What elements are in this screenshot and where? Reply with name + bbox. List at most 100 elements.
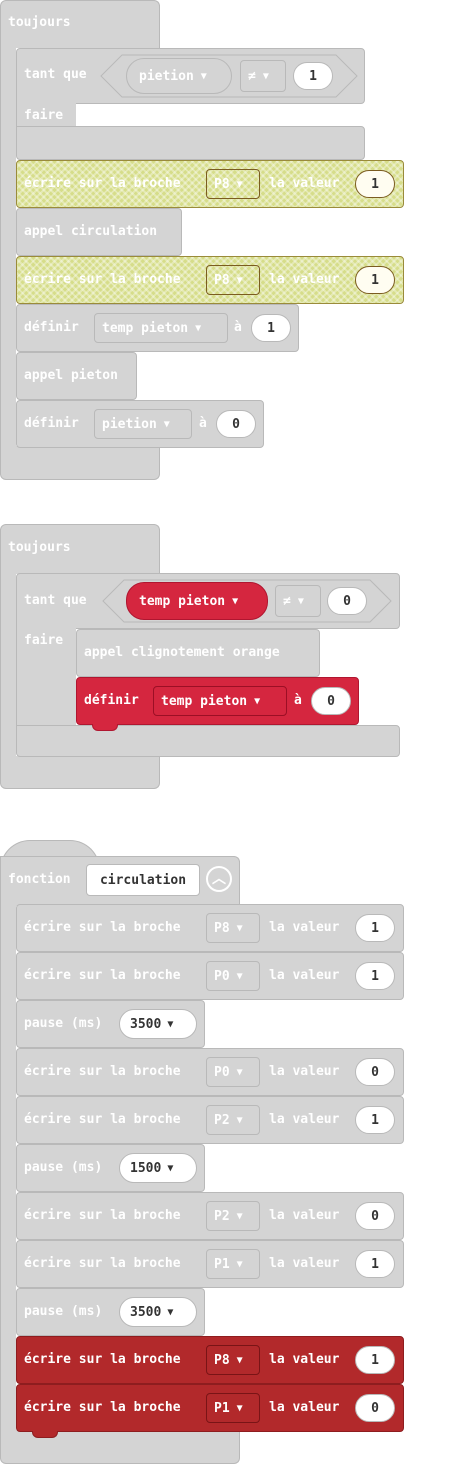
- value-label: la valeur: [269, 920, 340, 935]
- while-foot: [16, 725, 400, 757]
- duration-dropdown[interactable]: 3500▼: [119, 1297, 197, 1327]
- block-bg: [16, 952, 404, 1000]
- variable-dropdown[interactable]: temp pieton▼: [153, 686, 287, 716]
- chevron-down-icon: ▼: [167, 1018, 174, 1030]
- call-blink-block[interactable]: [76, 629, 320, 677]
- value-label: la valeur: [269, 1208, 340, 1223]
- value-label: la valeur: [269, 176, 340, 191]
- pause-label: pause (ms): [24, 1016, 103, 1031]
- var-dropdown-pietion[interactable]: pietion▼: [126, 58, 232, 94]
- value-label: la valeur: [269, 1256, 340, 1271]
- set-label: définir: [84, 693, 139, 708]
- duration-dropdown[interactable]: 1500▼: [119, 1153, 197, 1183]
- call-label: appel clignotement orange: [84, 645, 280, 660]
- pin-dropdown[interactable]: P1▼: [206, 1393, 260, 1423]
- chevron-down-icon: ▼: [195, 322, 202, 334]
- operator-dropdown[interactable]: ≠▼: [275, 585, 321, 617]
- value-label: la valeur: [269, 1400, 340, 1415]
- while-foot: [16, 126, 365, 160]
- chevron-down-icon: ▼: [163, 418, 170, 430]
- pin-dropdown[interactable]: P8▼: [206, 913, 260, 943]
- value-label: la valeur: [269, 1064, 340, 1079]
- forever-label: toujours: [8, 15, 71, 30]
- forever-body: [0, 46, 16, 448]
- pin-dropdown[interactable]: P2▼: [206, 1105, 260, 1135]
- block-notch: [32, 1431, 58, 1438]
- write-block-bg: [16, 256, 404, 304]
- function-body: [0, 904, 16, 1434]
- chevron-down-icon: ▼: [167, 1306, 174, 1318]
- write-block-bg: [16, 160, 404, 208]
- pin-dropdown[interactable]: P2▼: [206, 1201, 260, 1231]
- pin-dropdown[interactable]: P0▼: [206, 961, 260, 991]
- forever-label: toujours: [8, 540, 71, 555]
- pin-dropdown[interactable]: P0▼: [206, 1057, 260, 1087]
- write-label: écrire sur la broche: [24, 968, 181, 983]
- to-label: à: [234, 320, 242, 335]
- chevron-down-icon: ▼: [262, 70, 269, 82]
- value-input[interactable]: 0: [355, 1202, 395, 1230]
- block-bg: [16, 1048, 404, 1096]
- block-bg: [16, 904, 404, 952]
- collapse-icon[interactable]: ︿: [206, 866, 232, 892]
- pin-dropdown[interactable]: P8▼: [206, 169, 260, 199]
- to-label: à: [199, 416, 207, 431]
- pause-label: pause (ms): [24, 1160, 103, 1175]
- value-input[interactable]: 1: [355, 1346, 395, 1374]
- pin-dropdown[interactable]: P8▼: [206, 1345, 260, 1375]
- block-bg: [16, 1384, 404, 1432]
- number-input[interactable]: 1: [293, 62, 333, 90]
- while-label: tant que: [24, 67, 87, 82]
- value-input[interactable]: 1: [355, 1106, 395, 1134]
- value-input[interactable]: 1: [251, 314, 291, 342]
- value-input[interactable]: 0: [355, 1058, 395, 1086]
- operator-dropdown[interactable]: ≠▼: [240, 60, 286, 92]
- do-label: faire: [24, 108, 64, 123]
- call-label: appel circulation: [24, 224, 158, 239]
- write-label: écrire sur la broche: [24, 1064, 181, 1079]
- value-input[interactable]: 1: [355, 914, 395, 942]
- chevron-down-icon: ▼: [236, 922, 243, 934]
- number-input[interactable]: 0: [327, 587, 367, 615]
- value-input[interactable]: 1: [355, 266, 395, 294]
- chevron-down-icon: ▼: [236, 1066, 243, 1078]
- call-circulation-block[interactable]: [16, 208, 182, 256]
- value-input[interactable]: 0: [311, 687, 351, 715]
- forever-foot: [0, 756, 160, 789]
- block-bg: [16, 1240, 404, 1288]
- write-label: écrire sur la broche: [24, 1352, 181, 1367]
- to-label: à: [294, 693, 302, 708]
- value-input[interactable]: 0: [355, 1394, 395, 1422]
- chevron-down-icon: ▼: [236, 1210, 243, 1222]
- chevron-down-icon: ▼: [200, 70, 207, 82]
- value-input[interactable]: 0: [216, 410, 256, 438]
- value-input[interactable]: 1: [355, 1250, 395, 1278]
- pin-dropdown[interactable]: P1▼: [206, 1249, 260, 1279]
- block-bg: [16, 1336, 404, 1384]
- write-label: écrire sur la broche: [24, 1112, 181, 1127]
- value-input[interactable]: 1: [355, 170, 395, 198]
- duration-dropdown[interactable]: 3500▼: [119, 1009, 197, 1039]
- write-label: écrire sur la broche: [24, 1208, 181, 1223]
- value-label: la valeur: [269, 1352, 340, 1367]
- write-label: écrire sur la broche: [24, 1400, 181, 1415]
- forever-hat[interactable]: [0, 524, 160, 574]
- set-label: définir: [24, 416, 79, 431]
- variable-dropdown[interactable]: temp pieton▼: [94, 313, 228, 343]
- chevron-down-icon: ▼: [236, 1258, 243, 1270]
- chevron-down-icon: ▼: [236, 1402, 243, 1414]
- function-name-field[interactable]: circulation: [86, 864, 200, 896]
- value-input[interactable]: 1: [355, 962, 395, 990]
- var-dropdown-temp-pieton[interactable]: temp pieton▼: [126, 582, 268, 620]
- call-pieton-block[interactable]: [16, 352, 137, 400]
- chevron-down-icon: ▼: [297, 595, 304, 607]
- chevron-down-icon: ▼: [236, 970, 243, 982]
- variable-dropdown[interactable]: pietion▼: [94, 409, 192, 439]
- chevron-down-icon: ▼: [254, 695, 261, 707]
- forever-foot: [0, 446, 160, 480]
- forever-hat[interactable]: [0, 0, 160, 48]
- block-bg: [16, 1096, 404, 1144]
- pin-dropdown[interactable]: P8▼: [206, 265, 260, 295]
- chevron-down-icon: ▼: [236, 178, 243, 190]
- chevron-down-icon: ▼: [236, 1354, 243, 1366]
